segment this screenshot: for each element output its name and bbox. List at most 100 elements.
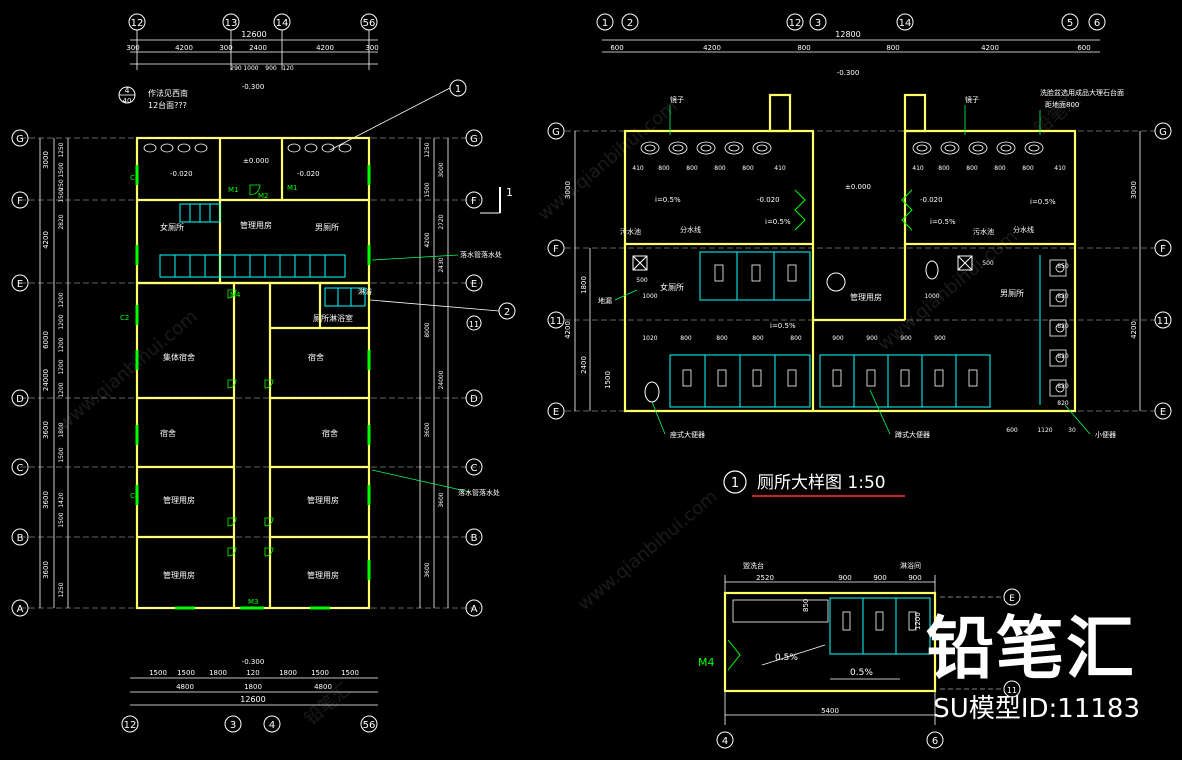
room-label: 女厕所 xyxy=(660,282,684,292)
title-number: 1 xyxy=(731,476,739,491)
fixture-label: 污水池 xyxy=(973,227,994,236)
axis-label: 2 xyxy=(627,18,633,29)
axis-bubble xyxy=(547,311,565,329)
left-side-dimensions: 3000420060002400036003600360012501500250… xyxy=(42,142,445,597)
dim-text: 4200 xyxy=(175,44,193,52)
svg-text:11: 11 xyxy=(1007,686,1017,695)
axis-bubble xyxy=(596,13,614,31)
dim-text: 4800 xyxy=(314,683,332,691)
dim-text: 800 xyxy=(938,165,950,172)
dim-text: 3000 xyxy=(564,181,572,199)
slope-text: 0.5% xyxy=(775,653,798,663)
room-label: 管理用房 xyxy=(163,495,195,505)
axis-label: A xyxy=(471,604,478,615)
dim-text: 2430 xyxy=(438,257,445,272)
note-text: 作法见西南 xyxy=(148,88,188,98)
windows-doors xyxy=(135,165,371,610)
dim-text: 3600 xyxy=(424,562,431,577)
dim-text: 1800 xyxy=(580,276,588,294)
dim-text: 1200 xyxy=(58,382,65,397)
room-label: 宿舍 xyxy=(322,428,338,438)
room-label: 厕所淋浴室 xyxy=(313,313,353,323)
dim-text: 1420 xyxy=(58,492,65,507)
axis-bubble xyxy=(11,191,29,209)
elevation-text: -0.020 xyxy=(170,170,193,178)
dim-text: 800 xyxy=(994,165,1006,172)
dim-text: 850 xyxy=(802,599,810,612)
svg-text:4: 4 xyxy=(124,86,129,95)
slope-text: i=0.5% xyxy=(770,322,796,330)
axis-label: G xyxy=(552,127,560,138)
overall-dim: 12600 xyxy=(240,695,265,704)
room-label: 管理用房 xyxy=(307,570,339,580)
room-label: 淋浴间 xyxy=(900,561,921,570)
shower-drains xyxy=(842,611,917,631)
dim-text: 800 xyxy=(1022,165,1034,172)
dim-text: 1200 xyxy=(58,292,65,307)
room-label: 管理用房 xyxy=(240,220,272,230)
dim-text: 1200 xyxy=(914,612,922,630)
model-id-text: SU模型ID:11183 xyxy=(933,694,1140,724)
room-label: 管理用房 xyxy=(850,292,882,302)
dim-text: 900 xyxy=(934,335,946,342)
dim-text: 1250 xyxy=(58,582,65,597)
fixture-label: 蹲式大便器 xyxy=(895,430,930,439)
drawing-title: 厕所大样图 1:50 xyxy=(757,473,886,493)
dim-text: 4200 xyxy=(42,231,50,249)
dim-text: 250 xyxy=(58,179,65,191)
door-label: M2 xyxy=(258,192,269,200)
svg-text:40: 40 xyxy=(123,97,132,105)
axis-label: 5 xyxy=(1067,18,1073,29)
dim-text: 600 xyxy=(1077,44,1090,52)
dim-text: 300 xyxy=(126,44,139,52)
callout-number: 1 xyxy=(455,84,461,95)
axis-bubble xyxy=(466,315,482,331)
dim-text: 3600 xyxy=(424,422,431,437)
door-swing xyxy=(727,639,741,671)
dim-text: 6000 xyxy=(42,331,50,349)
fixture-label: 镜子 xyxy=(670,95,684,104)
note-text: 距地面800 xyxy=(1045,100,1079,109)
dim-text: 1000 xyxy=(243,65,258,72)
dim-text: 800 xyxy=(716,335,728,342)
door-label: M3 xyxy=(248,598,259,606)
dim-text: 2720 xyxy=(438,214,445,229)
dim-text: 3000 xyxy=(42,151,50,169)
axis-bubble xyxy=(716,731,734,749)
room-label: 宿舍 xyxy=(308,352,324,362)
dim-text: 800 xyxy=(714,165,726,172)
dim-text: 1000 xyxy=(924,293,939,300)
axis-label: F xyxy=(553,244,559,255)
callout-number: 2 xyxy=(504,307,510,318)
seat-toilet xyxy=(925,260,939,280)
fixture-label: 镜子 xyxy=(965,95,979,104)
left-floor-plan: 12 13 14 56 12600 300 4200 300 2400 4200… xyxy=(11,13,516,733)
slope-text: i=0.5% xyxy=(655,196,681,204)
axis-bubble xyxy=(1003,588,1021,606)
svg-text:3: 3 xyxy=(230,720,236,731)
elevation-text: ±0.000 xyxy=(243,157,269,165)
axis-label: B xyxy=(17,533,24,544)
dim-text: 4200 xyxy=(703,44,721,52)
dim-text: 2520 xyxy=(756,574,774,582)
axis-label: G xyxy=(16,134,24,145)
section-mark: 1 xyxy=(480,186,513,214)
axis-label: 12 xyxy=(131,18,144,29)
dim-text: 4200 xyxy=(1130,321,1138,339)
dim-text: 1250 xyxy=(58,142,65,157)
axis-bubble xyxy=(926,731,944,749)
dim-text: 1500 xyxy=(149,669,167,677)
room-label: 管理用房 xyxy=(307,495,339,505)
overall-dim: 12600 xyxy=(241,30,266,39)
axis-label: 14 xyxy=(276,18,289,29)
axis-bubble xyxy=(11,528,29,546)
axis-label: G xyxy=(470,134,478,145)
dim-text: 800 xyxy=(966,165,978,172)
note-text: 洗脸盆选用成品大理石台面 xyxy=(1040,88,1124,97)
dim-text: 8000 xyxy=(424,322,431,337)
detail-marker: 4 40 xyxy=(118,86,136,105)
axis-label: G xyxy=(1159,127,1167,138)
dim-text: 3000 xyxy=(438,162,445,177)
dim-text: 300 xyxy=(365,44,378,52)
